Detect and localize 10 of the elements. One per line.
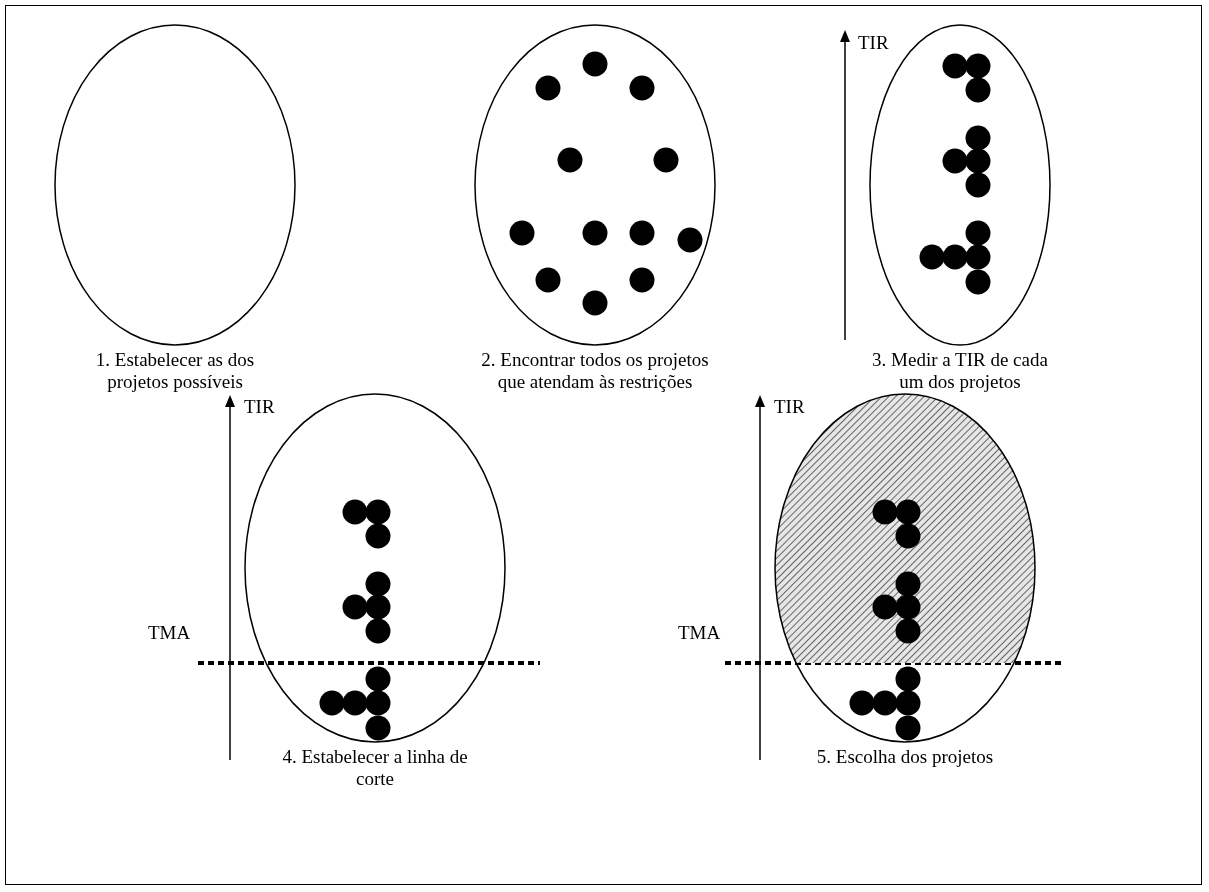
step-caption: 4. Estabelecer a linha de corte [281, 746, 469, 790]
step-caption: 2. Encontrar todos os projetos que atendam às restrições [480, 349, 710, 393]
axis-label: TIR [774, 396, 805, 418]
step-caption: 5. Escolha dos projetos [815, 746, 995, 768]
axis-label: TMA [678, 622, 721, 644]
axis-label: TIR [244, 396, 275, 418]
axis-label: TMA [148, 622, 191, 644]
step-caption: 1. Estabelecer as dos projetos possíveis [94, 349, 256, 393]
axis-label: TIR [858, 32, 889, 54]
step-caption: 3. Medir a TIR de cada um dos projetos [871, 349, 1049, 393]
